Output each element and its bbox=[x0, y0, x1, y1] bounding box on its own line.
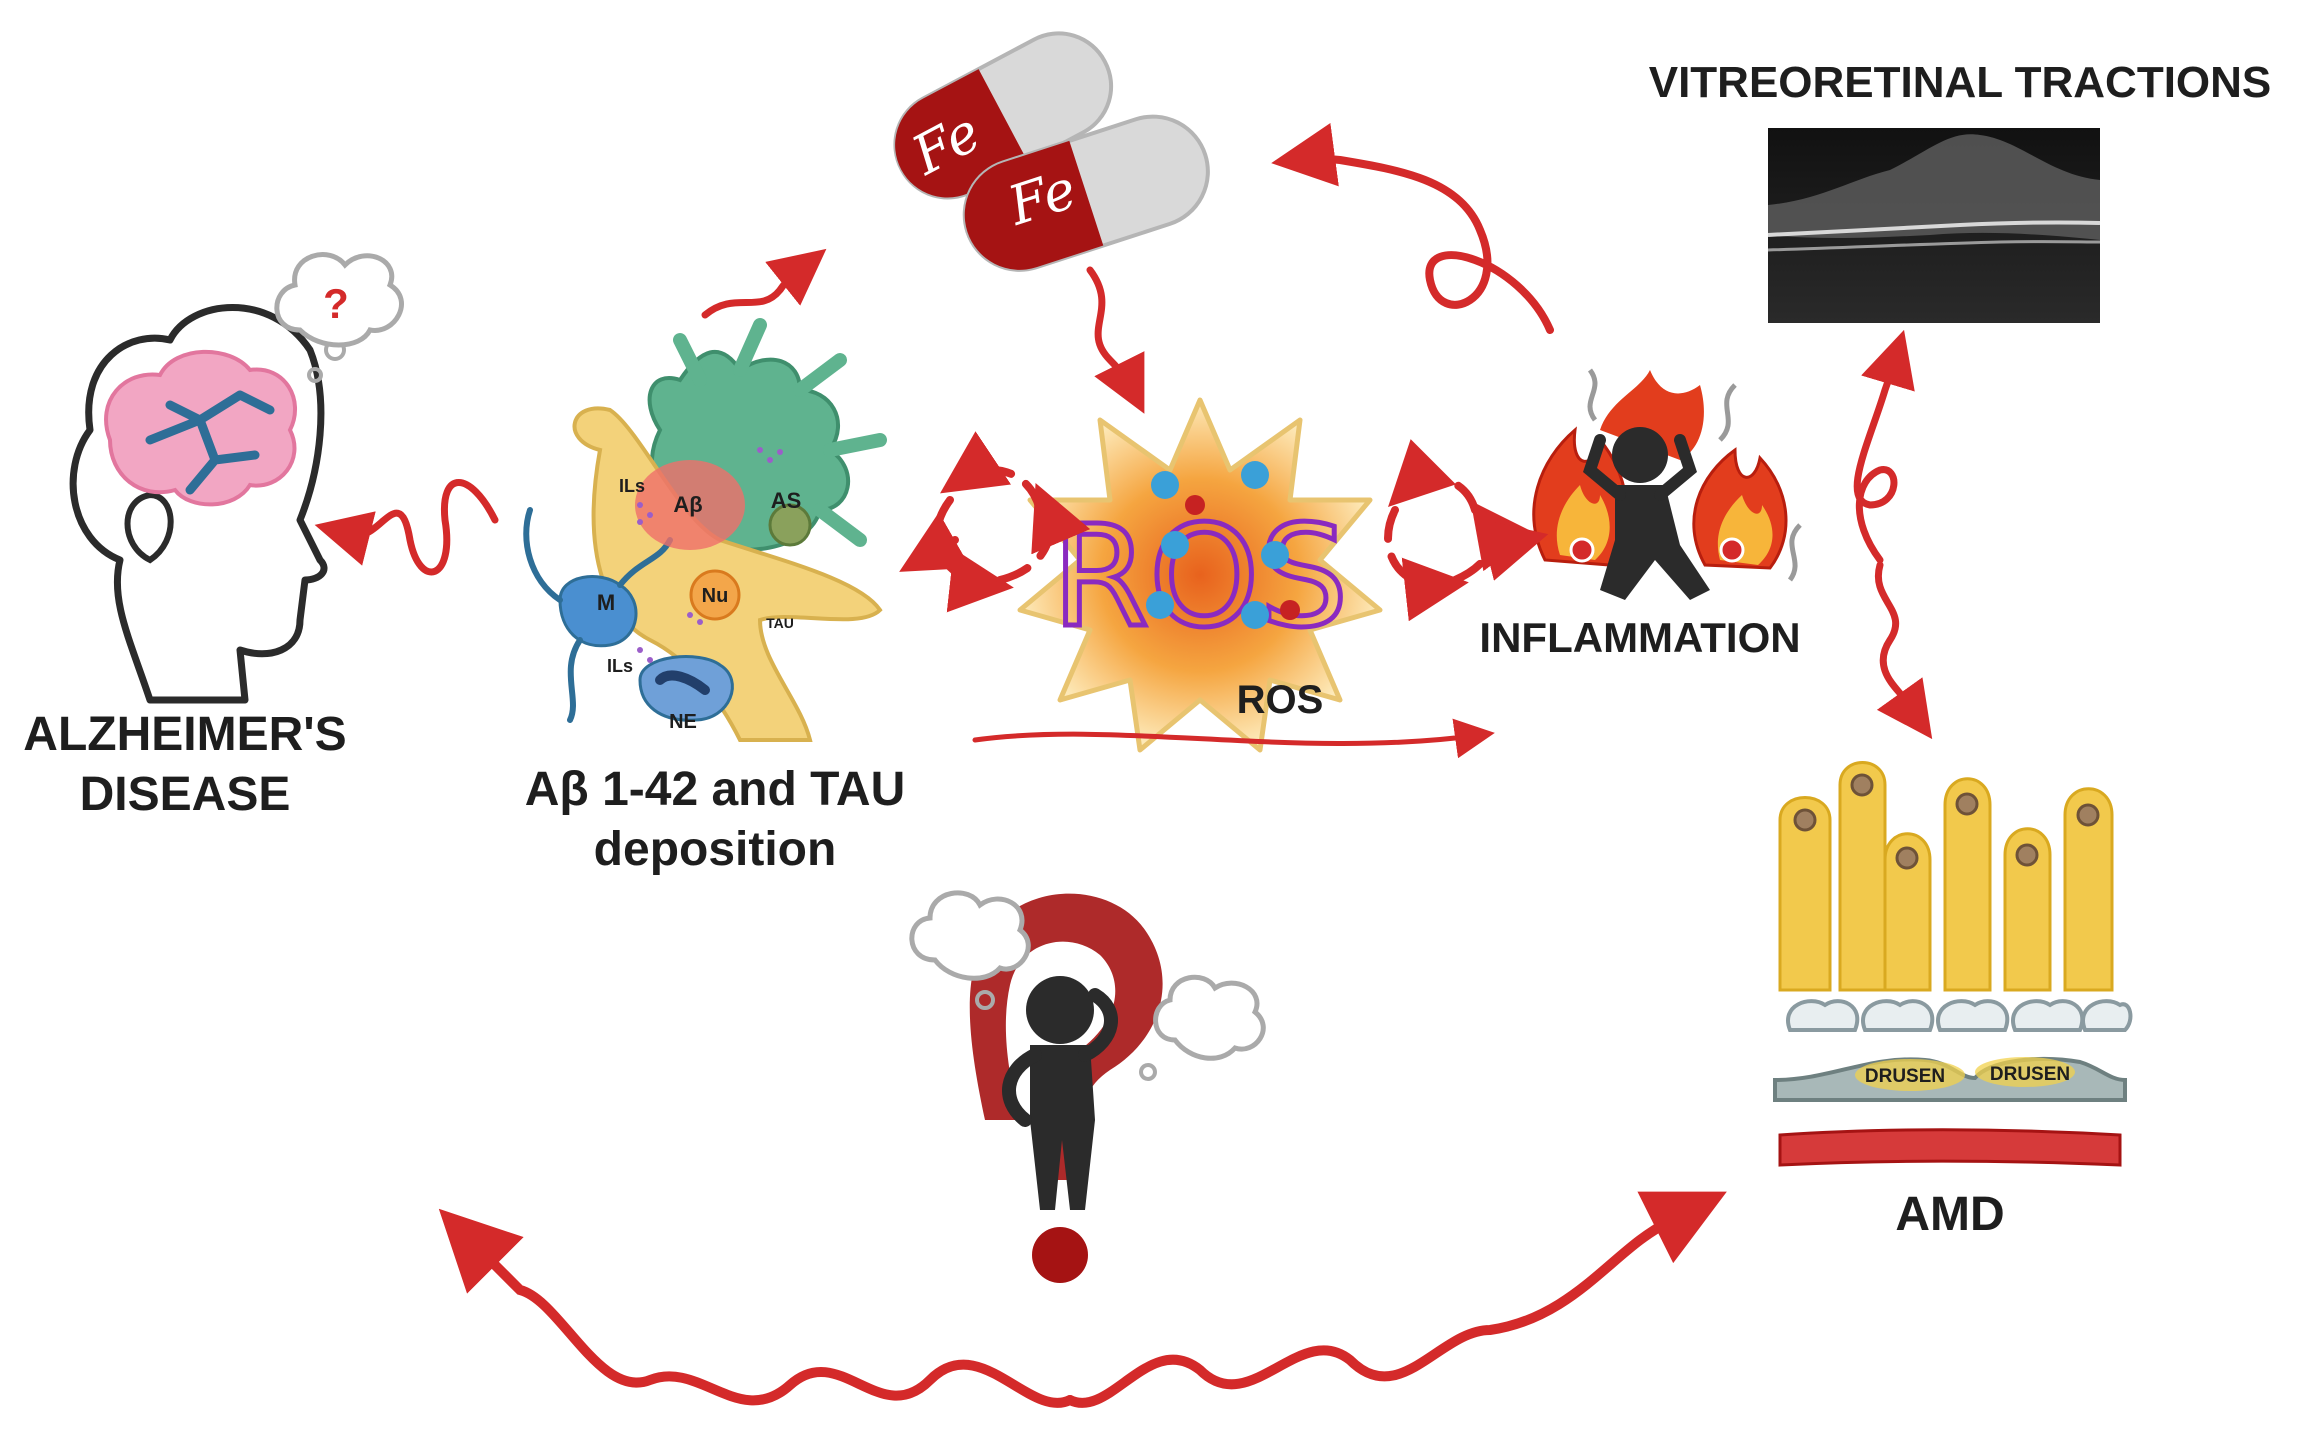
arrow-inflammation-to-fe bbox=[1271, 122, 1554, 334]
rpe-cells bbox=[1786, 999, 2133, 1032]
neuron-label-ne: NE bbox=[669, 711, 697, 733]
cycle-deposition-ros bbox=[899, 431, 1091, 613]
pill-2 bbox=[962, 114, 1210, 272]
arrow-fe-to-ros bbox=[1086, 266, 1145, 414]
thought-question-mark: ? bbox=[323, 280, 349, 327]
ros-glyph: ROS bbox=[1052, 496, 1348, 659]
brain-vessels-icon bbox=[145, 390, 275, 495]
smoke-curl-right bbox=[1718, 383, 1802, 582]
arrow-bottom-right bbox=[1065, 1191, 1727, 1408]
drusen-label-1: DRUSEN bbox=[1865, 1066, 1945, 1087]
arrows bbox=[314, 122, 1933, 1408]
inflam-cell-left bbox=[1569, 537, 1595, 563]
astro-nucleus bbox=[768, 503, 812, 547]
neuron-label-tau: TAU bbox=[766, 615, 794, 631]
alzheimers-head-illustration: ? bbox=[69, 252, 404, 704]
vitreoretinal-label: VITREORETINAL TRACTIONS bbox=[1648, 58, 2272, 107]
confused-arms-icon bbox=[1002, 988, 1118, 1127]
person-body-icon bbox=[1600, 485, 1710, 600]
neuron-illustration: ILs Aβ AS Nu M TAU ILs NE bbox=[523, 318, 887, 742]
neuron-label-m: M bbox=[597, 590, 615, 615]
cycle-ros-inflammation bbox=[1384, 439, 1549, 622]
interleukin-dots bbox=[637, 447, 783, 663]
thought-cloud-left-dot bbox=[975, 990, 995, 1010]
neuron-label-abeta: Aβ bbox=[673, 492, 702, 517]
arrow-to-amd bbox=[1874, 561, 1933, 740]
person-head-icon bbox=[1612, 427, 1668, 483]
inflammation-label: INFLAMMATION bbox=[1479, 614, 1801, 661]
confused-head-icon bbox=[1026, 976, 1094, 1044]
oct-scan-image bbox=[1767, 128, 2101, 323]
arrow-bottom-to-inflammation bbox=[972, 718, 1495, 759]
drusen-label-2: DRUSEN bbox=[1990, 1064, 2070, 1085]
neuron-nucleus bbox=[689, 569, 741, 621]
drusen-deposit-2 bbox=[1975, 1057, 2075, 1087]
ros-starburst-illustration: ROS bbox=[1017, 397, 1383, 753]
thought-bubble-icon: ? bbox=[274, 252, 404, 383]
neuron-label-as: AS bbox=[771, 488, 802, 513]
neuron-label-ils-bottom: ILs bbox=[607, 656, 633, 676]
smoke-curl-left bbox=[1587, 368, 1598, 422]
arrow-to-vitreoretinal bbox=[1853, 329, 1915, 564]
drusen-deposit-1 bbox=[1855, 1059, 1965, 1091]
arrow-to-alzheimers bbox=[314, 479, 499, 576]
confused-person-illustration bbox=[909, 890, 1266, 1283]
arrow-bottom-left bbox=[438, 1208, 1075, 1408]
question-mark-dot bbox=[1032, 1227, 1088, 1283]
retina-band bbox=[1767, 220, 2101, 237]
arrow-to-fe bbox=[701, 248, 827, 319]
inflam-cell-right bbox=[1719, 537, 1745, 563]
person-arms-icon bbox=[1583, 434, 1697, 501]
amd-label: AMD bbox=[1895, 1188, 2005, 1241]
ros-label: ROS bbox=[1236, 678, 1324, 722]
abeta-plaque bbox=[635, 460, 745, 550]
amd-retina-illustration: DRUSEN DRUSEN bbox=[1773, 761, 2133, 1167]
flame-left-inner bbox=[1556, 485, 1610, 560]
thought-cloud-left-icon bbox=[909, 890, 1031, 981]
photoreceptor-nuclei bbox=[1793, 773, 2100, 870]
ear-icon bbox=[124, 491, 174, 564]
microglia-shape bbox=[558, 575, 638, 648]
confused-body-icon bbox=[1030, 1045, 1095, 1210]
inflammation-illustration bbox=[1532, 368, 1802, 600]
thought-cloud-right-dot bbox=[1139, 1063, 1157, 1081]
molecule-dots bbox=[1146, 461, 1300, 629]
neuron-label-ils-top: ILs bbox=[619, 476, 645, 496]
astrocyte-branches bbox=[673, 318, 887, 547]
neuron-label-nu: Nu bbox=[702, 585, 729, 607]
alzheimers-label: ALZHEIMER'S DISEASE bbox=[23, 708, 347, 821]
deposition-label: Aβ 1-42 and TAU deposition bbox=[524, 763, 906, 876]
choroid-vessel bbox=[1778, 1128, 2122, 1167]
retina-band-2 bbox=[1767, 240, 2101, 252]
ne-nucleus bbox=[655, 670, 710, 695]
thought-cloud-right-icon bbox=[1153, 974, 1266, 1061]
iron-pills-illustration: Fe Fe bbox=[893, 31, 1210, 272]
photoreceptors bbox=[1778, 761, 2114, 992]
retina-layer bbox=[1768, 134, 2100, 240]
